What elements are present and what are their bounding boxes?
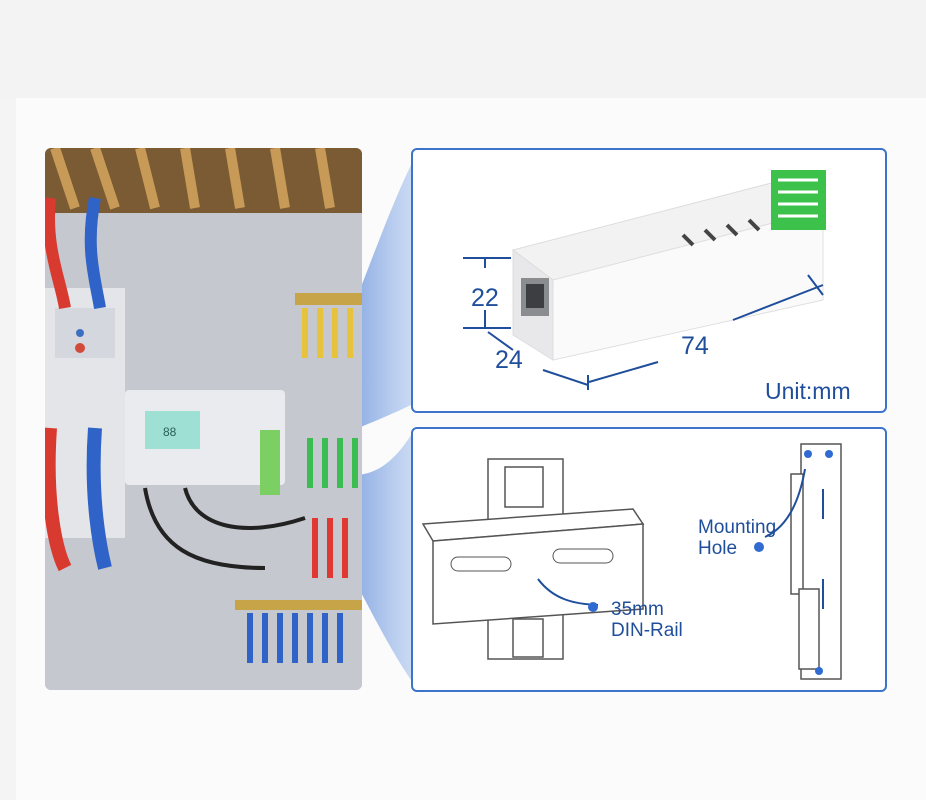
hole-pointer-dot [754, 542, 764, 552]
dimensions-panel: 22 24 74 Unit:mm [411, 148, 887, 413]
height-dimension: 22 [471, 284, 499, 312]
rail-pointer-dot [588, 602, 598, 612]
rail-name-label: DIN-Rail [611, 620, 683, 641]
mounting-panel: 35mm DIN-Rail Mounting Hole [411, 427, 887, 692]
unit-label: Unit:mm [765, 378, 851, 404]
rail-size-label: 35mm [611, 599, 664, 620]
length-dimension: 74 [681, 332, 709, 360]
hole-label-line1: Mounting [698, 517, 777, 538]
device-drawing [463, 170, 826, 390]
hole-label-line2: Hole [698, 538, 738, 559]
depth-dimension: 24 [495, 346, 523, 374]
svg-text:88: 88 [163, 425, 177, 439]
cabinet-photo: 88 [45, 148, 362, 690]
top-band [0, 0, 926, 98]
din-rail-drawing [421, 443, 842, 680]
